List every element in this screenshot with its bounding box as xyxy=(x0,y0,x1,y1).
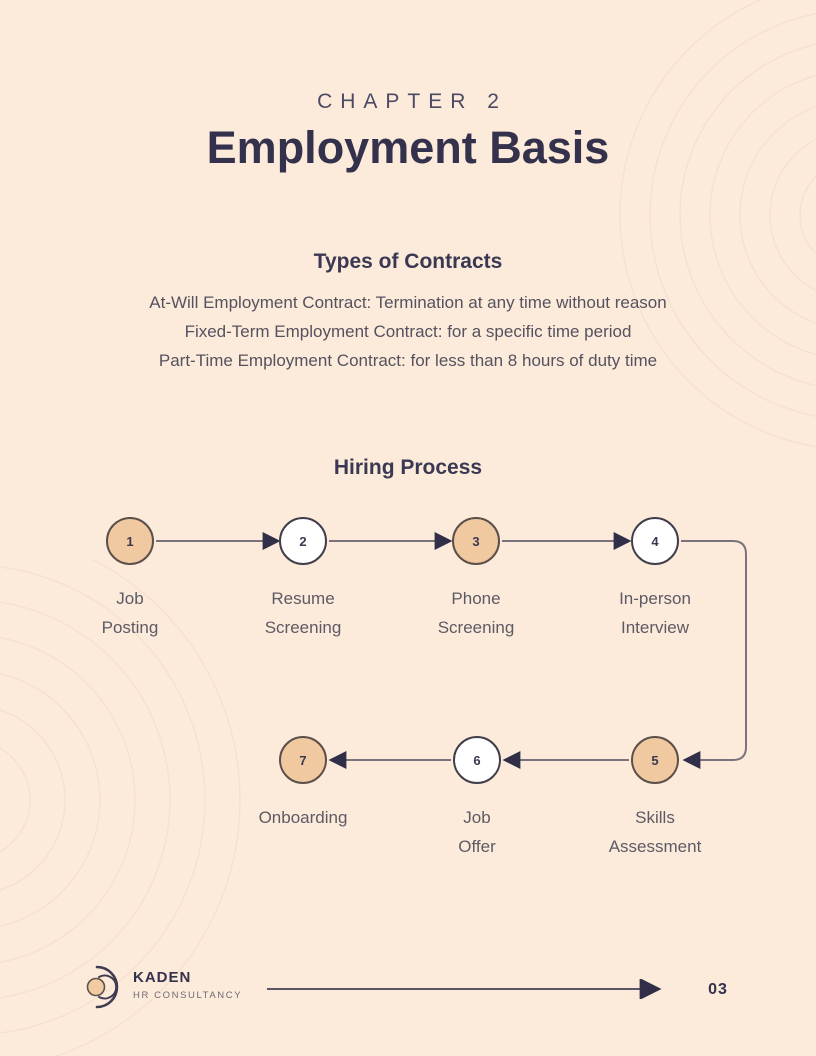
step-1-number: 1 xyxy=(126,533,134,549)
brand-tagline: HR CONSULTANCY xyxy=(133,990,243,1001)
step-6-label: Job Offer xyxy=(458,808,496,856)
step-1-circle: 1 xyxy=(106,517,154,565)
step-3-number: 3 xyxy=(472,533,480,549)
contract-item: Fixed-Term Employment Contract: for a sp… xyxy=(184,322,632,341)
hiring-step-6: 6 Job Offer xyxy=(392,736,562,861)
hiring-step-2: 2 Resume Screening xyxy=(218,517,388,642)
hiring-step-3: 3 Phone Screening xyxy=(391,517,561,642)
step-5-label: Skills Assessment xyxy=(608,808,702,856)
footer-arrow xyxy=(267,979,662,999)
brand-name: KADEN xyxy=(133,969,192,986)
step-7-circle: 7 xyxy=(279,736,327,784)
chapter-label: CHAPTER 2 xyxy=(317,90,507,113)
step-7-label: Onboarding xyxy=(258,808,348,827)
step-4-label: In-person Interview xyxy=(619,589,691,637)
hiring-step-4: 4 In-person Interview xyxy=(570,517,740,642)
step-4-number: 4 xyxy=(651,533,659,549)
page-number: 03 xyxy=(708,981,728,998)
contracts-heading: Types of Contracts xyxy=(313,250,503,273)
step-3-circle: 3 xyxy=(452,517,500,565)
hiring-heading: Hiring Process xyxy=(333,456,483,479)
step-4-circle: 4 xyxy=(631,517,679,565)
step-3-label: Phone Screening xyxy=(437,589,515,637)
hiring-step-1: 1 Job Posting xyxy=(45,517,215,642)
hiring-step-5: 5 Skills Assessment xyxy=(570,736,740,861)
brand-block: KADEN HR CONSULTANCY xyxy=(133,969,242,1001)
step-1-label: Job Posting xyxy=(101,589,159,637)
contracts-list: At-Will Employment Contract: Termination… xyxy=(0,288,816,375)
step-5-circle: 5 xyxy=(631,736,679,784)
kaden-logo-icon xyxy=(86,965,119,1009)
step-6-number: 6 xyxy=(473,752,481,768)
step-6-circle: 6 xyxy=(453,736,501,784)
contract-item: At-Will Employment Contract: Termination… xyxy=(149,293,667,312)
page-title: Employment Basis xyxy=(206,122,610,173)
step-2-label: Resume Screening xyxy=(264,589,342,637)
step-5-number: 5 xyxy=(651,752,659,768)
hiring-step-7: 7 Onboarding xyxy=(218,736,388,832)
step-2-circle: 2 xyxy=(279,517,327,565)
step-7-number: 7 xyxy=(299,752,307,768)
step-2-number: 2 xyxy=(299,533,307,549)
contract-item: Part-Time Employment Contract: for less … xyxy=(158,351,658,370)
